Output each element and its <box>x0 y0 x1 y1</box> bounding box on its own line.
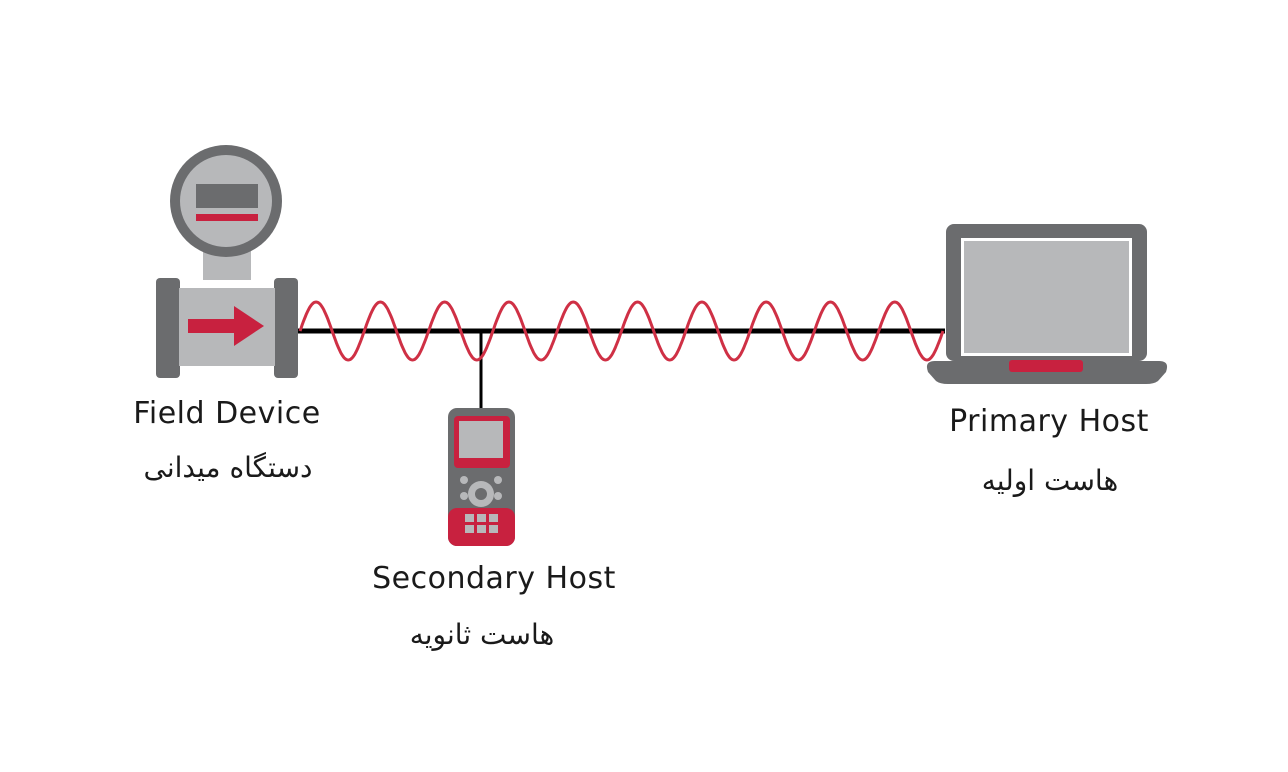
secondary-host-label-fa: هاست ثانویه <box>409 618 555 651</box>
laptop-icon <box>926 224 1168 384</box>
handheld-communicator-icon <box>448 408 515 546</box>
field-device-icon <box>156 145 298 378</box>
hart-signal-wave <box>298 300 945 362</box>
primary-host-label: Primary Host <box>949 404 1149 439</box>
field-device-label: Field Device <box>133 396 321 431</box>
primary-host-label-fa: هاست اولیه <box>981 464 1119 497</box>
field-device-label-fa: دستگاه میدانی <box>143 451 313 484</box>
secondary-host-label: Secondary Host <box>372 561 616 596</box>
